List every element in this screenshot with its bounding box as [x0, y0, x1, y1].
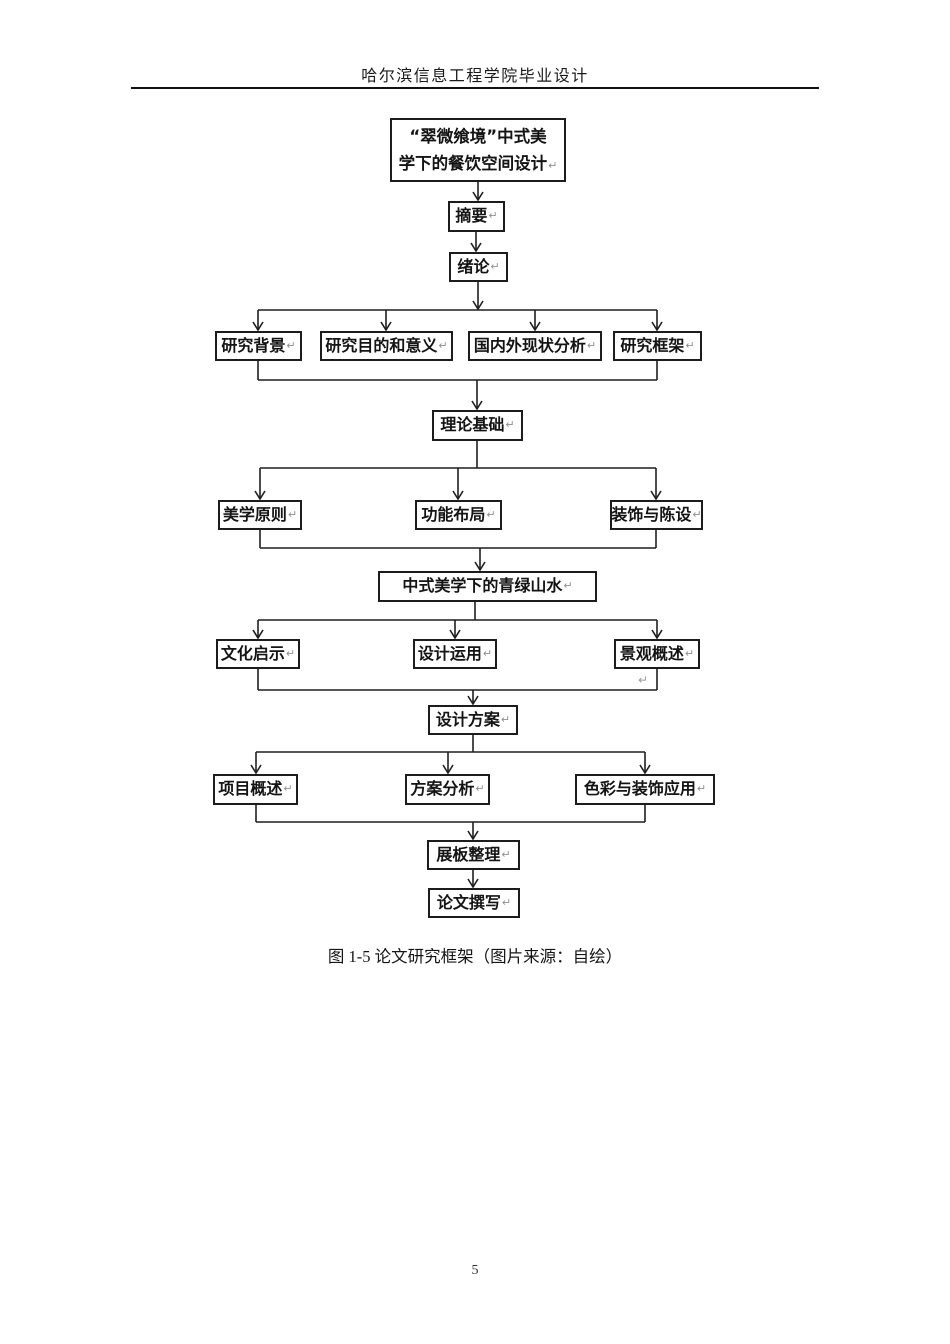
- return-mark: ↵: [692, 507, 702, 521]
- node-thesis-writing: 论文撰写↵: [428, 888, 520, 918]
- page-number: 5: [471, 1263, 479, 1278]
- node-label: 国内外现状分析: [473, 335, 586, 355]
- node-aesthetic-principles: 美学原则↵: [218, 500, 302, 530]
- node-design-scheme: 设计方案↵: [428, 705, 518, 735]
- return-mark: ↵: [685, 338, 695, 352]
- node-label: 绪论: [457, 256, 490, 276]
- node-project-title: “翠微飨境”中式美 学下的餐饮空间设计↵: [390, 118, 566, 182]
- return-mark: ↵: [505, 418, 515, 432]
- node-label: 美学原则: [222, 504, 287, 524]
- stray-return-mark: ↵: [638, 673, 649, 687]
- node-project-overview: 项目概述↵: [213, 774, 298, 805]
- return-mark: ↵: [563, 579, 573, 593]
- node-label: 展板整理: [436, 844, 501, 864]
- return-mark: ↵: [490, 259, 500, 273]
- node-research-background: 研究背景↵: [215, 331, 302, 361]
- node-label: 研究背景: [221, 335, 286, 355]
- node-decoration-furnishing: 装饰与陈设↵: [610, 500, 703, 530]
- node-label: 项目概述: [218, 779, 283, 799]
- return-mark: ↵: [285, 646, 296, 660]
- figure-caption: 图 1-5 论文研究框架（图片来源：自绘）: [327, 947, 623, 966]
- node-label: 研究目的和意义: [325, 335, 438, 355]
- node-label: 文化启示: [220, 643, 285, 663]
- page-header: 哈尔滨信息工程学院毕业设计: [361, 68, 589, 85]
- return-mark: ↵: [286, 338, 296, 352]
- node-functional-layout: 功能布局↵: [415, 500, 502, 530]
- node-label: 设计运用: [417, 643, 482, 663]
- node-label: 装饰与陈设: [611, 504, 692, 524]
- header-rule: [131, 87, 819, 89]
- return-mark: ↵: [586, 338, 597, 352]
- node-label: 论文撰写: [436, 892, 501, 912]
- return-mark: ↵: [500, 712, 511, 726]
- node-domestic-foreign-analysis: 国内外现状分析↵: [468, 331, 602, 361]
- return-mark: ↵: [488, 209, 498, 223]
- node-label: 摘要: [455, 206, 488, 226]
- return-mark: ↵: [438, 338, 448, 352]
- return-mark: ↵: [475, 782, 485, 796]
- return-mark: ↵: [548, 159, 558, 172]
- return-mark: ↵: [482, 646, 493, 660]
- return-mark: ↵: [684, 646, 695, 660]
- node-introduction: 绪论↵: [449, 252, 508, 282]
- node-label: 设计方案: [435, 709, 500, 729]
- node-label: 中式美学下的青绿山水: [402, 576, 563, 596]
- node-label: 功能布局: [421, 504, 486, 524]
- node-research-purpose: 研究目的和意义↵: [320, 331, 453, 361]
- node-label: 景观概述: [619, 643, 684, 663]
- return-mark: ↵: [501, 895, 512, 909]
- node-exhibition-board: 展板整理↵: [427, 840, 520, 870]
- return-mark: ↵: [696, 782, 707, 796]
- node-theoretical-basis: 理论基础↵: [432, 410, 523, 441]
- node-scheme-analysis: 方案分析↵: [405, 774, 490, 805]
- node-label: 色彩与装饰应用: [583, 779, 696, 799]
- node-landscape-overview: 景观概述↵: [614, 639, 700, 669]
- node-color-decoration-application: 色彩与装饰应用↵: [575, 774, 715, 805]
- return-mark: ↵: [283, 782, 293, 796]
- node-label: 研究框架: [620, 335, 685, 355]
- node-blue-green-landscape: 中式美学下的青绿山水↵: [378, 571, 597, 602]
- node-research-framework: 研究框架↵: [613, 331, 702, 361]
- return-mark: ↵: [287, 507, 298, 521]
- node-label: 方案分析: [410, 779, 475, 799]
- return-mark: ↵: [486, 507, 496, 521]
- return-mark: ↵: [501, 847, 511, 861]
- title-line-2: 学下的餐饮空间设计↵: [398, 154, 558, 173]
- node-design-application: 设计运用↵: [413, 639, 497, 669]
- node-abstract: 摘要↵: [448, 201, 505, 232]
- title-line-1: “翠微飨境”中式美: [409, 126, 547, 146]
- node-label: 理论基础: [440, 415, 505, 435]
- node-cultural-inspiration: 文化启示↵: [216, 639, 300, 669]
